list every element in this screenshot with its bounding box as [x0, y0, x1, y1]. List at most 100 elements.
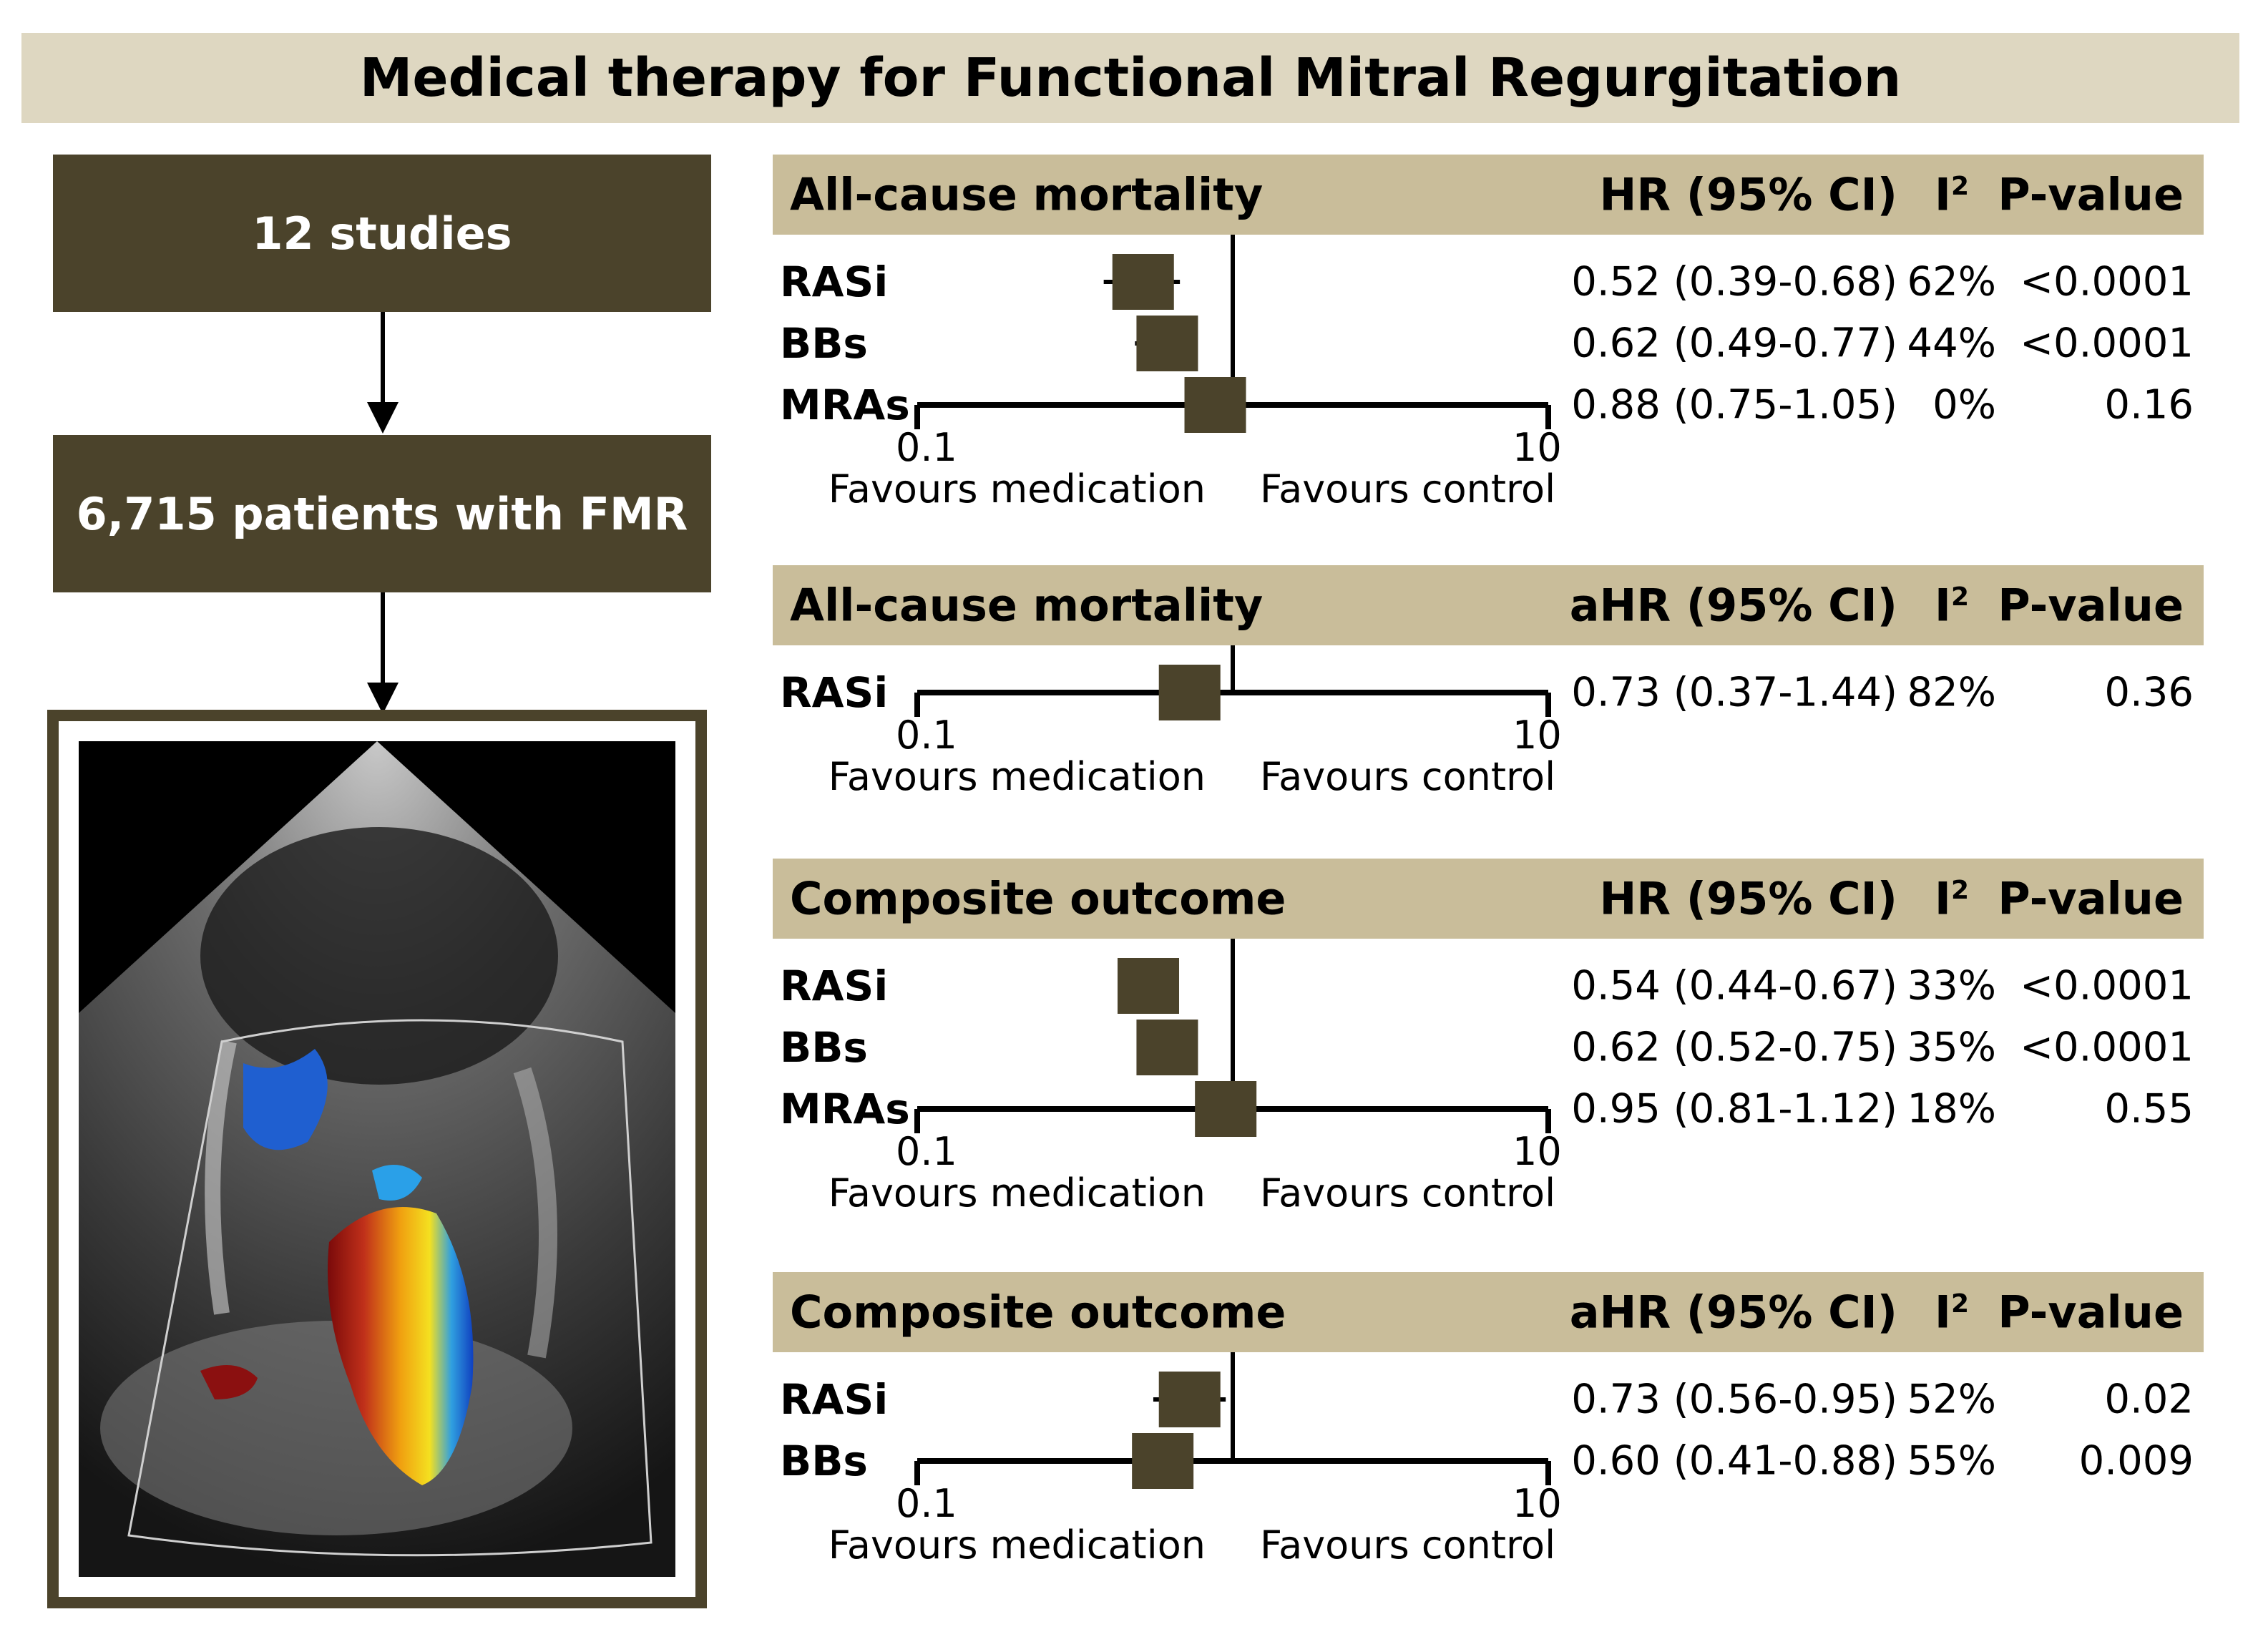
hr-marker: [1136, 316, 1198, 371]
row-label: MRAs: [780, 381, 910, 429]
panel-header: All-cause mortality HR (95% CI) I2 P-value: [773, 155, 2204, 235]
i2-value: 62%: [1907, 258, 1996, 306]
panel-header: Composite outcome aHR (95% CI) I2 P-value: [773, 1272, 2204, 1352]
p-value: 0.009: [2078, 1437, 2194, 1485]
row-label: RASi: [780, 258, 889, 306]
axis-min-label: 0.1: [896, 713, 957, 758]
axis-min-label: 0.1: [896, 1481, 957, 1526]
hr-value: 0.62 (0.52-0.75): [1571, 1024, 1897, 1071]
forest-plot: [914, 645, 1551, 720]
p-column-header: P-value: [1998, 579, 2184, 632]
p-value: 0.02: [2104, 1376, 2194, 1423]
forest-plot: [914, 1352, 1551, 1489]
panel-title: Composite outcome: [790, 1286, 1286, 1339]
p-value: <0.0001: [2020, 320, 2194, 367]
i2-superscript: 2: [1950, 582, 1969, 612]
favours-medication-label: Favours medication: [828, 1170, 1206, 1216]
axis-min-label: 0.1: [896, 1129, 957, 1174]
row-label: RASi: [780, 668, 889, 717]
hr-value: 0.73 (0.37-1.44): [1571, 669, 1897, 716]
i2-value: 52%: [1907, 1376, 1996, 1423]
panel-title: All-cause mortality: [790, 168, 1264, 221]
i2-column-header: I2: [1935, 169, 1969, 221]
forest-plot: [914, 939, 1551, 1137]
i2-value: 35%: [1907, 1024, 1996, 1071]
hr-marker: [1136, 1020, 1198, 1075]
down-arrow-icon: [367, 592, 399, 714]
hr-value: 0.88 (0.75-1.05): [1571, 381, 1897, 429]
p-column-header: P-value: [1998, 1286, 2184, 1339]
down-arrow-icon: [367, 312, 399, 434]
patients-box: 6,715 patients with FMR: [53, 435, 711, 592]
row-label: MRAs: [780, 1085, 910, 1133]
i2-letter: I: [1934, 168, 1951, 221]
row-label: BBs: [780, 1023, 868, 1072]
favours-control-label: Favours control: [1260, 1170, 1556, 1216]
p-column-header: P-value: [1998, 168, 2184, 221]
hr-marker: [1158, 1372, 1221, 1427]
hr-value: 0.73 (0.56-0.95): [1571, 1376, 1897, 1423]
i2-value: 82%: [1907, 669, 1996, 716]
hr-marker: [1184, 377, 1246, 433]
hr-marker: [1112, 254, 1174, 310]
panel-title: All-cause mortality: [790, 579, 1264, 632]
panel-title: Composite outcome: [790, 872, 1286, 925]
i2-value: 33%: [1907, 962, 1996, 1010]
p-value: 0.55: [2104, 1085, 2194, 1133]
hr-marker: [1158, 665, 1221, 720]
i2-letter: I: [1934, 1286, 1951, 1339]
i2-column-header: I2: [1935, 580, 1969, 632]
echocardiogram-image: [79, 741, 675, 1577]
p-value: <0.0001: [2020, 1024, 2194, 1071]
hr-column-header: HR (95% CI): [1599, 168, 1897, 221]
hr-value: 0.60 (0.41-0.88): [1571, 1437, 1897, 1485]
i2-superscript: 2: [1950, 875, 1969, 905]
i2-value: 44%: [1907, 320, 1996, 367]
favours-control-label: Favours control: [1260, 1523, 1556, 1568]
p-value: <0.0001: [2020, 962, 2194, 1010]
axis-min-label: 0.1: [896, 425, 957, 470]
i2-letter: I: [1934, 579, 1951, 632]
p-column-header: P-value: [1998, 872, 2184, 925]
row-label: RASi: [780, 1375, 889, 1424]
hr-column-header: aHR (95% CI): [1569, 579, 1897, 632]
i2-value: 18%: [1907, 1085, 1996, 1133]
row-label: BBs: [780, 1437, 868, 1485]
hr-value: 0.62 (0.49-0.77): [1571, 320, 1897, 367]
favours-control-label: Favours control: [1260, 754, 1556, 799]
p-value: <0.0001: [2020, 258, 2194, 306]
row-label: RASi: [780, 962, 889, 1010]
hr-marker: [1117, 958, 1179, 1014]
panel-header: All-cause mortality aHR (95% CI) I2 P-value: [773, 565, 2204, 645]
i2-value: 55%: [1907, 1437, 1996, 1485]
i2-column-header: I2: [1935, 873, 1969, 925]
axis-max-label: 10: [1512, 713, 1562, 758]
i2-column-header: I2: [1935, 1286, 1969, 1339]
page-title: Medical therapy for Functional Mitral Re…: [21, 33, 2239, 123]
axis-max-label: 10: [1512, 1129, 1562, 1174]
hr-value: 0.54 (0.44-0.67): [1571, 962, 1897, 1010]
echocardiogram-frame: [47, 710, 707, 1608]
forest-panel: All-cause mortality aHR (95% CI) I2 P-value…: [773, 565, 2204, 800]
hr-column-header: aHR (95% CI): [1569, 1286, 1897, 1339]
p-value: 0.16: [2104, 381, 2194, 429]
hr-value: 0.52 (0.39-0.68): [1571, 258, 1897, 306]
axis-max-label: 10: [1512, 1481, 1562, 1526]
forest-plot: [914, 235, 1551, 433]
favours-medication-label: Favours medication: [828, 1523, 1206, 1568]
i2-letter: I: [1934, 872, 1951, 925]
axis-max-label: 10: [1512, 425, 1562, 470]
hr-value: 0.95 (0.81-1.12): [1571, 1085, 1897, 1133]
i2-value: 0%: [1932, 381, 1996, 429]
hr-marker: [1132, 1433, 1194, 1489]
favours-control-label: Favours control: [1260, 466, 1556, 512]
p-value: 0.36: [2104, 669, 2194, 716]
hr-marker: [1195, 1081, 1257, 1137]
i2-superscript: 2: [1950, 1289, 1969, 1319]
i2-superscript: 2: [1950, 171, 1969, 201]
row-label: BBs: [780, 319, 868, 368]
